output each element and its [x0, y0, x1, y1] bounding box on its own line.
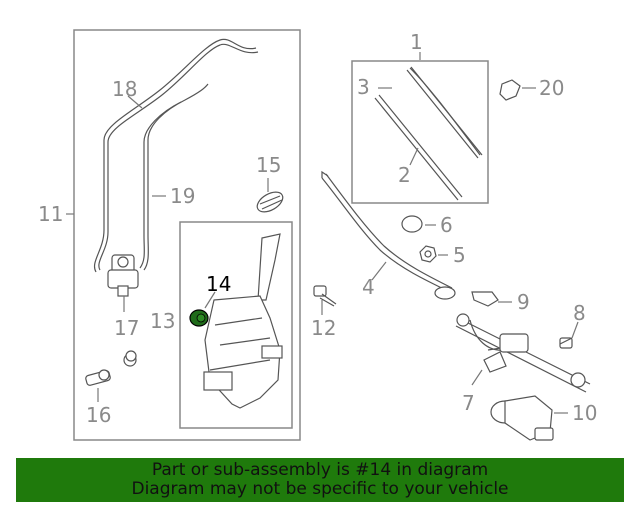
- callout-5: 5: [453, 243, 466, 267]
- wiper-nut: [419, 245, 437, 263]
- callout-10: 10: [572, 401, 597, 425]
- wiper-linkage: [455, 313, 591, 393]
- parts-diagram: 1 3 2 15 18 19 11 13 14 17 16 12 4 6 5 9…: [38, 29, 597, 441]
- washer-hose-19: [143, 83, 209, 271]
- bolt: [313, 285, 337, 307]
- clip: [499, 79, 521, 101]
- reservoir-cap: [256, 191, 284, 213]
- washer-hose-18-inner: [98, 43, 259, 271]
- callout-17: 17: [114, 316, 139, 340]
- callout-15: 15: [256, 153, 281, 177]
- banner-line-2: Diagram may not be specific to your vehi…: [131, 479, 509, 499]
- callout-19: 19: [170, 184, 195, 208]
- banner-line-1: Part or sub-assembly is #14 in diagram: [151, 460, 489, 480]
- bracket: [471, 291, 499, 307]
- wiper-arm: [321, 170, 456, 300]
- washer-nozzle: [85, 350, 137, 386]
- callout-13: 13: [150, 309, 175, 333]
- wiper-blade: [374, 66, 483, 201]
- callout-6: 6: [440, 213, 453, 237]
- callout-14: 14: [206, 272, 231, 296]
- washer-hose-19-inner: [139, 101, 182, 269]
- callout-1: 1: [410, 30, 423, 54]
- reservoir-group-box: [73, 29, 301, 441]
- tank-subgroup-box: [179, 221, 293, 429]
- washer-hose-18: [94, 38, 257, 273]
- callout-8: 8: [573, 301, 586, 325]
- notice-banner: Part or sub-assembly is #14 in diagram D…: [16, 458, 624, 502]
- wiper-motor: [490, 395, 554, 441]
- callout-4: 4: [362, 275, 375, 299]
- grommet-part-14: [189, 309, 209, 327]
- wiper-cap: [401, 215, 423, 233]
- wiper-blade-box: [351, 60, 489, 204]
- callout-7: 7: [462, 391, 475, 415]
- washer-pump: [107, 254, 139, 297]
- callout-3: 3: [357, 75, 370, 99]
- bolt-8: [559, 337, 573, 349]
- callout-2: 2: [398, 163, 411, 187]
- callout-20: 20: [539, 76, 564, 100]
- callout-9: 9: [517, 290, 530, 314]
- callout-11: 11: [38, 202, 63, 226]
- callout-12: 12: [311, 316, 336, 340]
- callout-18: 18: [112, 77, 137, 101]
- washer-tank: [203, 233, 283, 409]
- callout-16: 16: [86, 403, 111, 427]
- leader-lines: [66, 52, 579, 414]
